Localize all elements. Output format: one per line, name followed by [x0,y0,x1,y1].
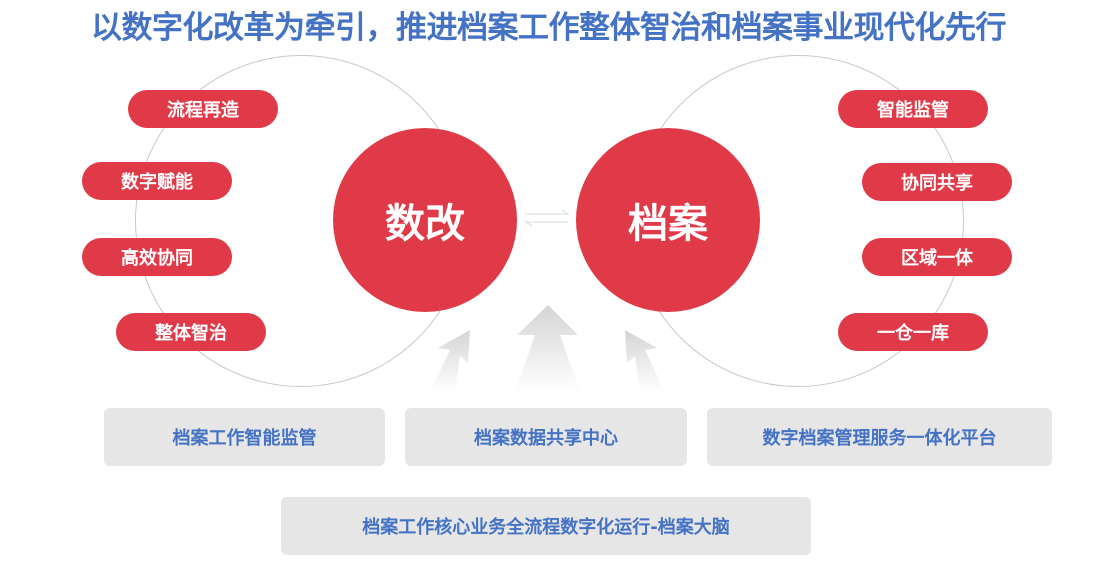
left-item: 流程再造 [128,90,278,128]
right-item: 智能监管 [838,90,988,128]
core-circle-dangan: 档案 [576,128,760,312]
left-item: 整体智治 [116,313,266,351]
left-item: 高效协同 [82,238,232,276]
up-arrow-icon [515,305,580,392]
right-item: 一仓一库 [838,313,988,351]
platform-box: 档案数据共享中心 [405,408,687,466]
right-item: 协同共享 [862,163,1012,201]
exchange-arrows-icon [524,209,570,227]
diagonal-arrow-right-icon [625,330,665,392]
left-item: 数字赋能 [82,162,232,200]
platform-box: 数字档案管理服务一体化平台 [707,408,1052,466]
diagonal-arrow-left-icon [430,330,470,392]
foundation-box: 档案工作核心业务全流程数字化运行-档案大脑 [281,497,811,555]
platform-box: 档案工作智能监管 [104,408,385,466]
page-title: 以数字化改革为牵引，推进档案工作整体智治和档案事业现代化先行 [91,10,1007,46]
right-item: 区域一体 [862,238,1012,276]
core-circle-shugai: 数改 [333,128,517,312]
